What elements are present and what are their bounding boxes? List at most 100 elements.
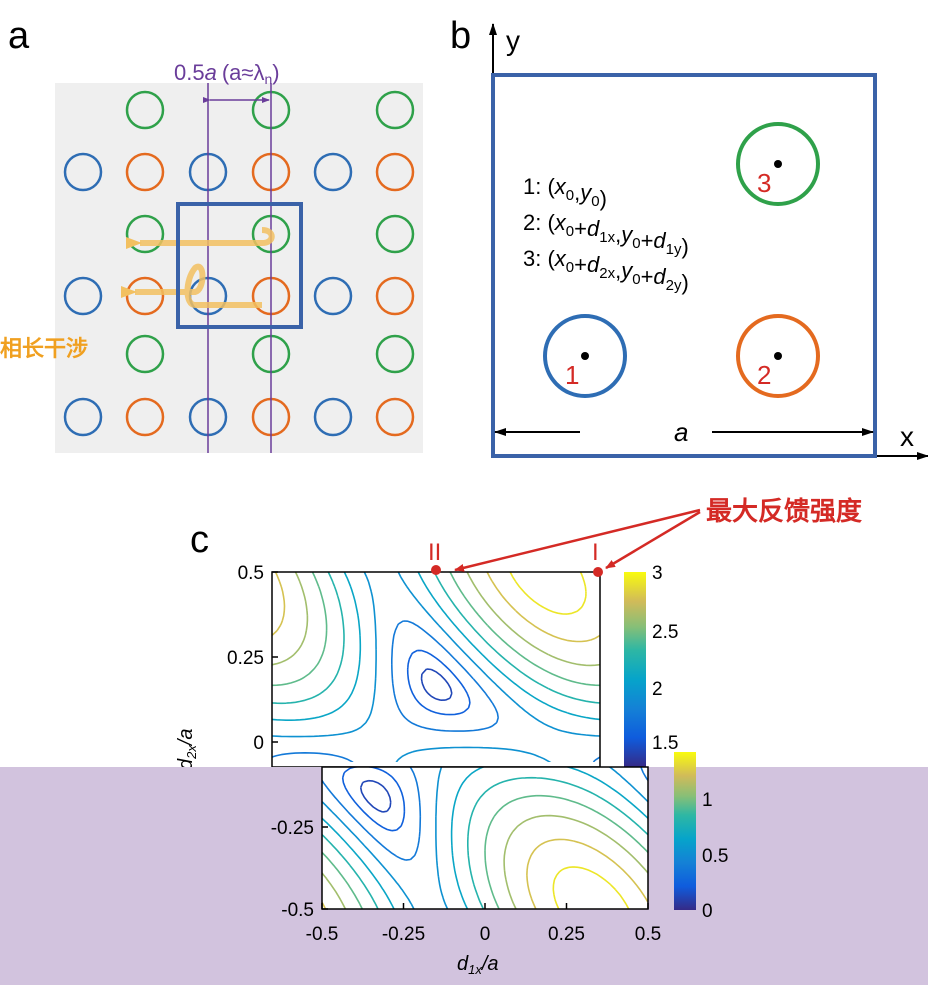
- colorbar-tick-label: 3: [652, 563, 663, 584]
- site-1-center: [581, 352, 589, 360]
- colorbar-upper: [624, 572, 646, 767]
- lattice-site-s1: [63, 397, 103, 437]
- site-1-label: 1: [565, 360, 579, 390]
- plot-area-lower: [322, 767, 648, 909]
- shift-annotation-sub: n: [264, 71, 272, 87]
- lattice-site-s1: [63, 152, 103, 192]
- lattice-site-s2: [375, 276, 415, 316]
- unit-cell-box: [176, 202, 303, 329]
- pointer-arrow-I: [605, 510, 701, 570]
- contour-level: [272, 572, 600, 762]
- lattice-site-s1: [313, 276, 353, 316]
- x-axis-label: d1x/a: [457, 953, 499, 977]
- y-ticks-lower: -0.25 -0.5: [271, 818, 328, 921]
- interference-arrow-upper: [126, 227, 275, 249]
- colorbar-ticks-upper: 3 2.5 2 1.5: [652, 563, 678, 754]
- shift-annotation-prefix: 0.5: [174, 60, 205, 85]
- x-ticks: -0.5 -0.25 0 0.25 0.5: [306, 903, 661, 945]
- marker-I-label: I: [592, 539, 599, 566]
- colorbar-tick-label: 2.5: [652, 622, 678, 643]
- lattice-site-s1: [313, 152, 353, 192]
- contour-level: [552, 866, 630, 909]
- site-1-circle: [543, 314, 627, 398]
- contour-level: [272, 572, 600, 687]
- site-2-label: 2: [757, 360, 771, 390]
- lattice-site-s1: [63, 276, 103, 316]
- x-tick-label: -0.5: [306, 924, 339, 945]
- contour-level: [272, 620, 600, 762]
- coord-line-1: 1: (x0,y0): [523, 174, 607, 211]
- lattice-site-s1: [313, 397, 353, 437]
- lattice-background: [55, 83, 423, 453]
- shift-annotation: 0.5a(a≈λn): [174, 60, 280, 87]
- cell-width-label: a: [674, 417, 688, 447]
- interference-label: 相长干涉: [0, 336, 88, 361]
- site-2-circle: [736, 314, 820, 398]
- x-tick-label: 0: [480, 924, 491, 945]
- shift-annotation-var: a: [205, 60, 217, 85]
- y-tick-label: 0.5: [238, 563, 264, 584]
- contour-lines-lower: [322, 767, 648, 909]
- site-3-circle: [736, 122, 820, 206]
- interference-arrow-lower: [121, 263, 262, 308]
- max-feedback-label: 最大反馈强度: [706, 496, 862, 526]
- unit-cell: [491, 73, 877, 458]
- shift-annotation-paren: (a≈λ: [222, 60, 265, 85]
- contour-lines-upper: [272, 572, 600, 762]
- axis-x-label: x: [900, 421, 914, 452]
- y-axis-label: d2x/a: [175, 728, 199, 770]
- lattice-site-s2: [125, 152, 165, 192]
- colorbar-lower: [674, 752, 696, 910]
- contour-level: [322, 767, 648, 861]
- colorbar-tick-label: 2: [652, 679, 663, 700]
- axis-y-label: y: [506, 25, 520, 56]
- contour-level: [322, 838, 648, 909]
- site-2-center: [774, 352, 782, 360]
- panel-b-label: b: [450, 15, 471, 57]
- y-ticks-upper: 0.5 0.25 0: [227, 563, 278, 754]
- site-3-center: [774, 160, 782, 168]
- contour-level: [509, 572, 587, 615]
- contour-level: [272, 572, 600, 705]
- lattice-site-s3: [125, 334, 165, 374]
- lattice-site-s3: [125, 214, 165, 254]
- panel-c-label: c: [190, 519, 209, 561]
- contour-level: [420, 668, 453, 701]
- contour-level: [322, 767, 648, 909]
- coord-line-3: 3: (x0+d2x,y0+d2y): [523, 246, 689, 295]
- colorbar-ticks-lower: 10.50: [702, 790, 728, 922]
- shift-annotation-close: ): [272, 60, 279, 85]
- x-tick-label: 0.25: [548, 924, 585, 945]
- contour-level: [272, 572, 600, 667]
- y-tick-label: -0.5: [281, 900, 314, 921]
- coordinate-list: 1: (x0,y0)2: (x0+d1x,y0+d1y)3: (x0+d2x,y…: [523, 174, 689, 295]
- contour-level: [272, 572, 600, 721]
- y-tick-label: -0.25: [271, 818, 314, 839]
- contour-level: [322, 767, 648, 909]
- lattice-site-s2: [375, 397, 415, 437]
- x-tick-label: -0.25: [382, 924, 425, 945]
- panel-b: b y x 1 2 3 1: (x0,y0)2: (x0+d1x,y0+d1y)…: [450, 15, 928, 460]
- y-tick-label: 0: [253, 733, 264, 754]
- marker-II: [431, 565, 441, 575]
- contour-level: [359, 779, 392, 813]
- pointer-arrow-II: [454, 508, 701, 572]
- colorbar-tick-label: 0: [702, 901, 713, 922]
- contour-level: [322, 794, 648, 909]
- marker-II-label: II: [428, 539, 441, 566]
- lattice-site-s3: [125, 90, 165, 130]
- contour-level: [272, 572, 600, 643]
- contour-level: [322, 814, 648, 909]
- colorbar-tick-label: 0.5: [702, 846, 728, 867]
- lattice-site-s3: [375, 214, 415, 254]
- panel-a: a 0.5a(a≈λn) 相长干涉: [0, 15, 423, 453]
- panel-c: c 0.5 0.25 0 3 2.5 2 1.5 d2x/a II I 最大反馈强度 -0…: [0, 496, 928, 985]
- contour-level: [406, 649, 471, 716]
- y-tick-label: 0.25: [227, 648, 264, 669]
- lattice-site-s2: [125, 397, 165, 437]
- contour-level: [322, 776, 648, 909]
- coord-line-2: 2: (x0+d1x,y0+d1y): [523, 210, 689, 259]
- x-tick-label: 0.5: [635, 924, 661, 945]
- colorbar-tick-label: 1.5: [652, 733, 678, 754]
